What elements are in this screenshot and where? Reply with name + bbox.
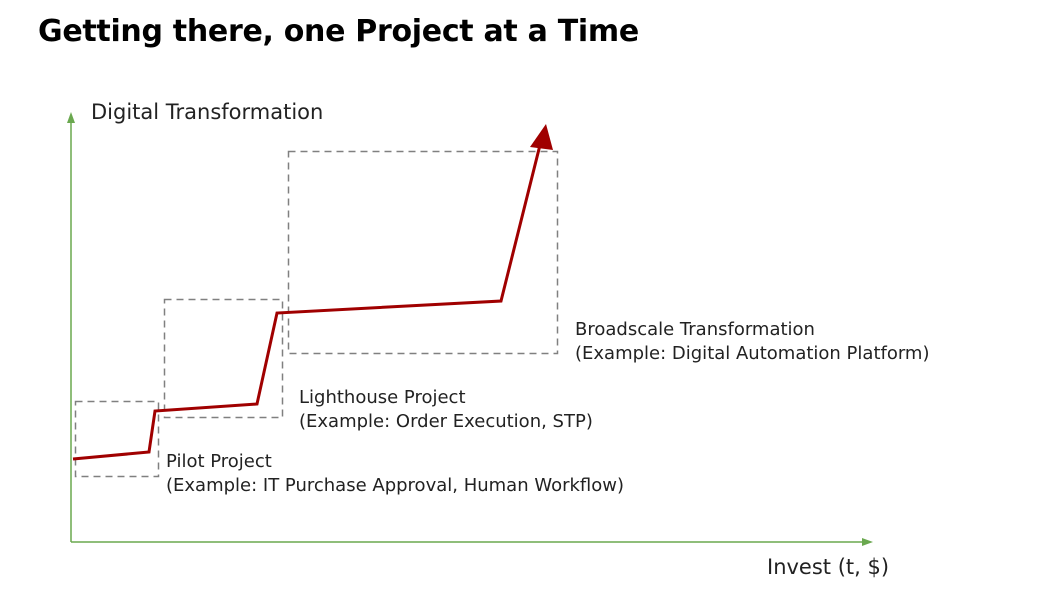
- y-axis-arrow-icon: [67, 112, 75, 123]
- trajectory-arrowhead-icon: [530, 124, 553, 150]
- broadscale-phase-box: [287, 150, 559, 355]
- x-axis-label: Invest (t, $): [767, 555, 890, 579]
- phase-name: Pilot Project: [166, 451, 272, 472]
- lighthouse-project-label: Lighthouse Project (Example: Order Execu…: [299, 386, 593, 434]
- transformation-trajectory: [72, 144, 542, 461]
- lighthouse-phase-box: [163, 298, 284, 419]
- phase-name: Broadscale Transformation: [575, 319, 815, 340]
- pilot-phase-box: [74, 400, 160, 478]
- y-axis-label: Digital Transformation: [91, 100, 324, 124]
- phase-example: (Example: Order Execution, STP): [299, 411, 593, 432]
- page-title: Getting there, one Project at a Time: [38, 14, 639, 49]
- pilot-project-label: Pilot Project (Example: IT Purchase Appr…: [166, 450, 624, 498]
- phase-example: (Example: IT Purchase Approval, Human Wo…: [166, 475, 625, 496]
- phase-example: (Example: Digital Automation Platform): [575, 343, 930, 364]
- broadscale-transformation-label: Broadscale Transformation (Example: Digi…: [575, 318, 930, 366]
- phase-name: Lighthouse Project: [299, 387, 466, 408]
- x-axis-arrow-icon: [862, 538, 873, 546]
